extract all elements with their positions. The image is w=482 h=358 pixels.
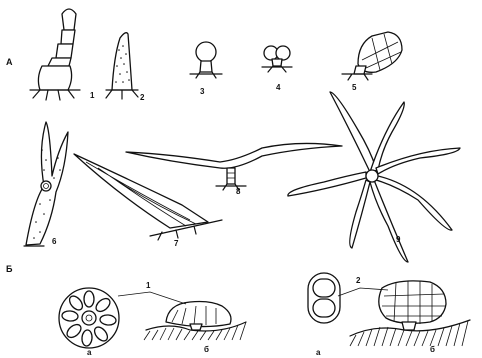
figure-9-stellate-hair	[288, 92, 460, 262]
figure-3-capitate-hair	[190, 42, 222, 78]
figure-b2a-bicellular-gland-top	[308, 273, 340, 323]
figure-number-7: 7	[174, 239, 179, 248]
figure-number-5: 5	[352, 83, 357, 92]
sub-label-2a: а	[316, 348, 321, 357]
figure-b1b-peltate-scale-side	[144, 302, 246, 341]
figure-2-conical-hair	[106, 33, 138, 99]
figure-number-4: 4	[276, 83, 281, 92]
figure-number-3: 3	[200, 87, 205, 96]
leader-lines-group-1	[118, 292, 186, 304]
sub-label-1a: а	[87, 348, 92, 357]
figure-4-bicellular-hair	[262, 46, 292, 72]
figure-number-8: 8	[236, 187, 241, 196]
figure-8-t-shaped-hair	[126, 143, 342, 190]
sub-label-1b: б	[204, 345, 209, 354]
figure-6-forked-hair	[24, 122, 68, 246]
sub-label-2b: б	[430, 345, 435, 354]
figure-number-1: 1	[90, 91, 95, 100]
figure-b2b-multicellular-gland-side	[350, 281, 470, 346]
figure-b1a-peltate-scale-top	[59, 288, 119, 348]
figure-5-multicellular-gland	[342, 32, 402, 80]
figure-1-segmented-trichome	[30, 9, 80, 100]
group-number-1: 1	[146, 281, 151, 290]
section-label-a: А	[6, 57, 13, 67]
figure-number-6: 6	[52, 237, 57, 246]
group-number-2: 2	[356, 276, 361, 285]
figure-number-9: 9	[396, 235, 401, 244]
figure-number-2: 2	[140, 93, 145, 102]
figure-7-ribbed-hair	[74, 154, 222, 240]
section-label-b: Б	[6, 264, 13, 274]
